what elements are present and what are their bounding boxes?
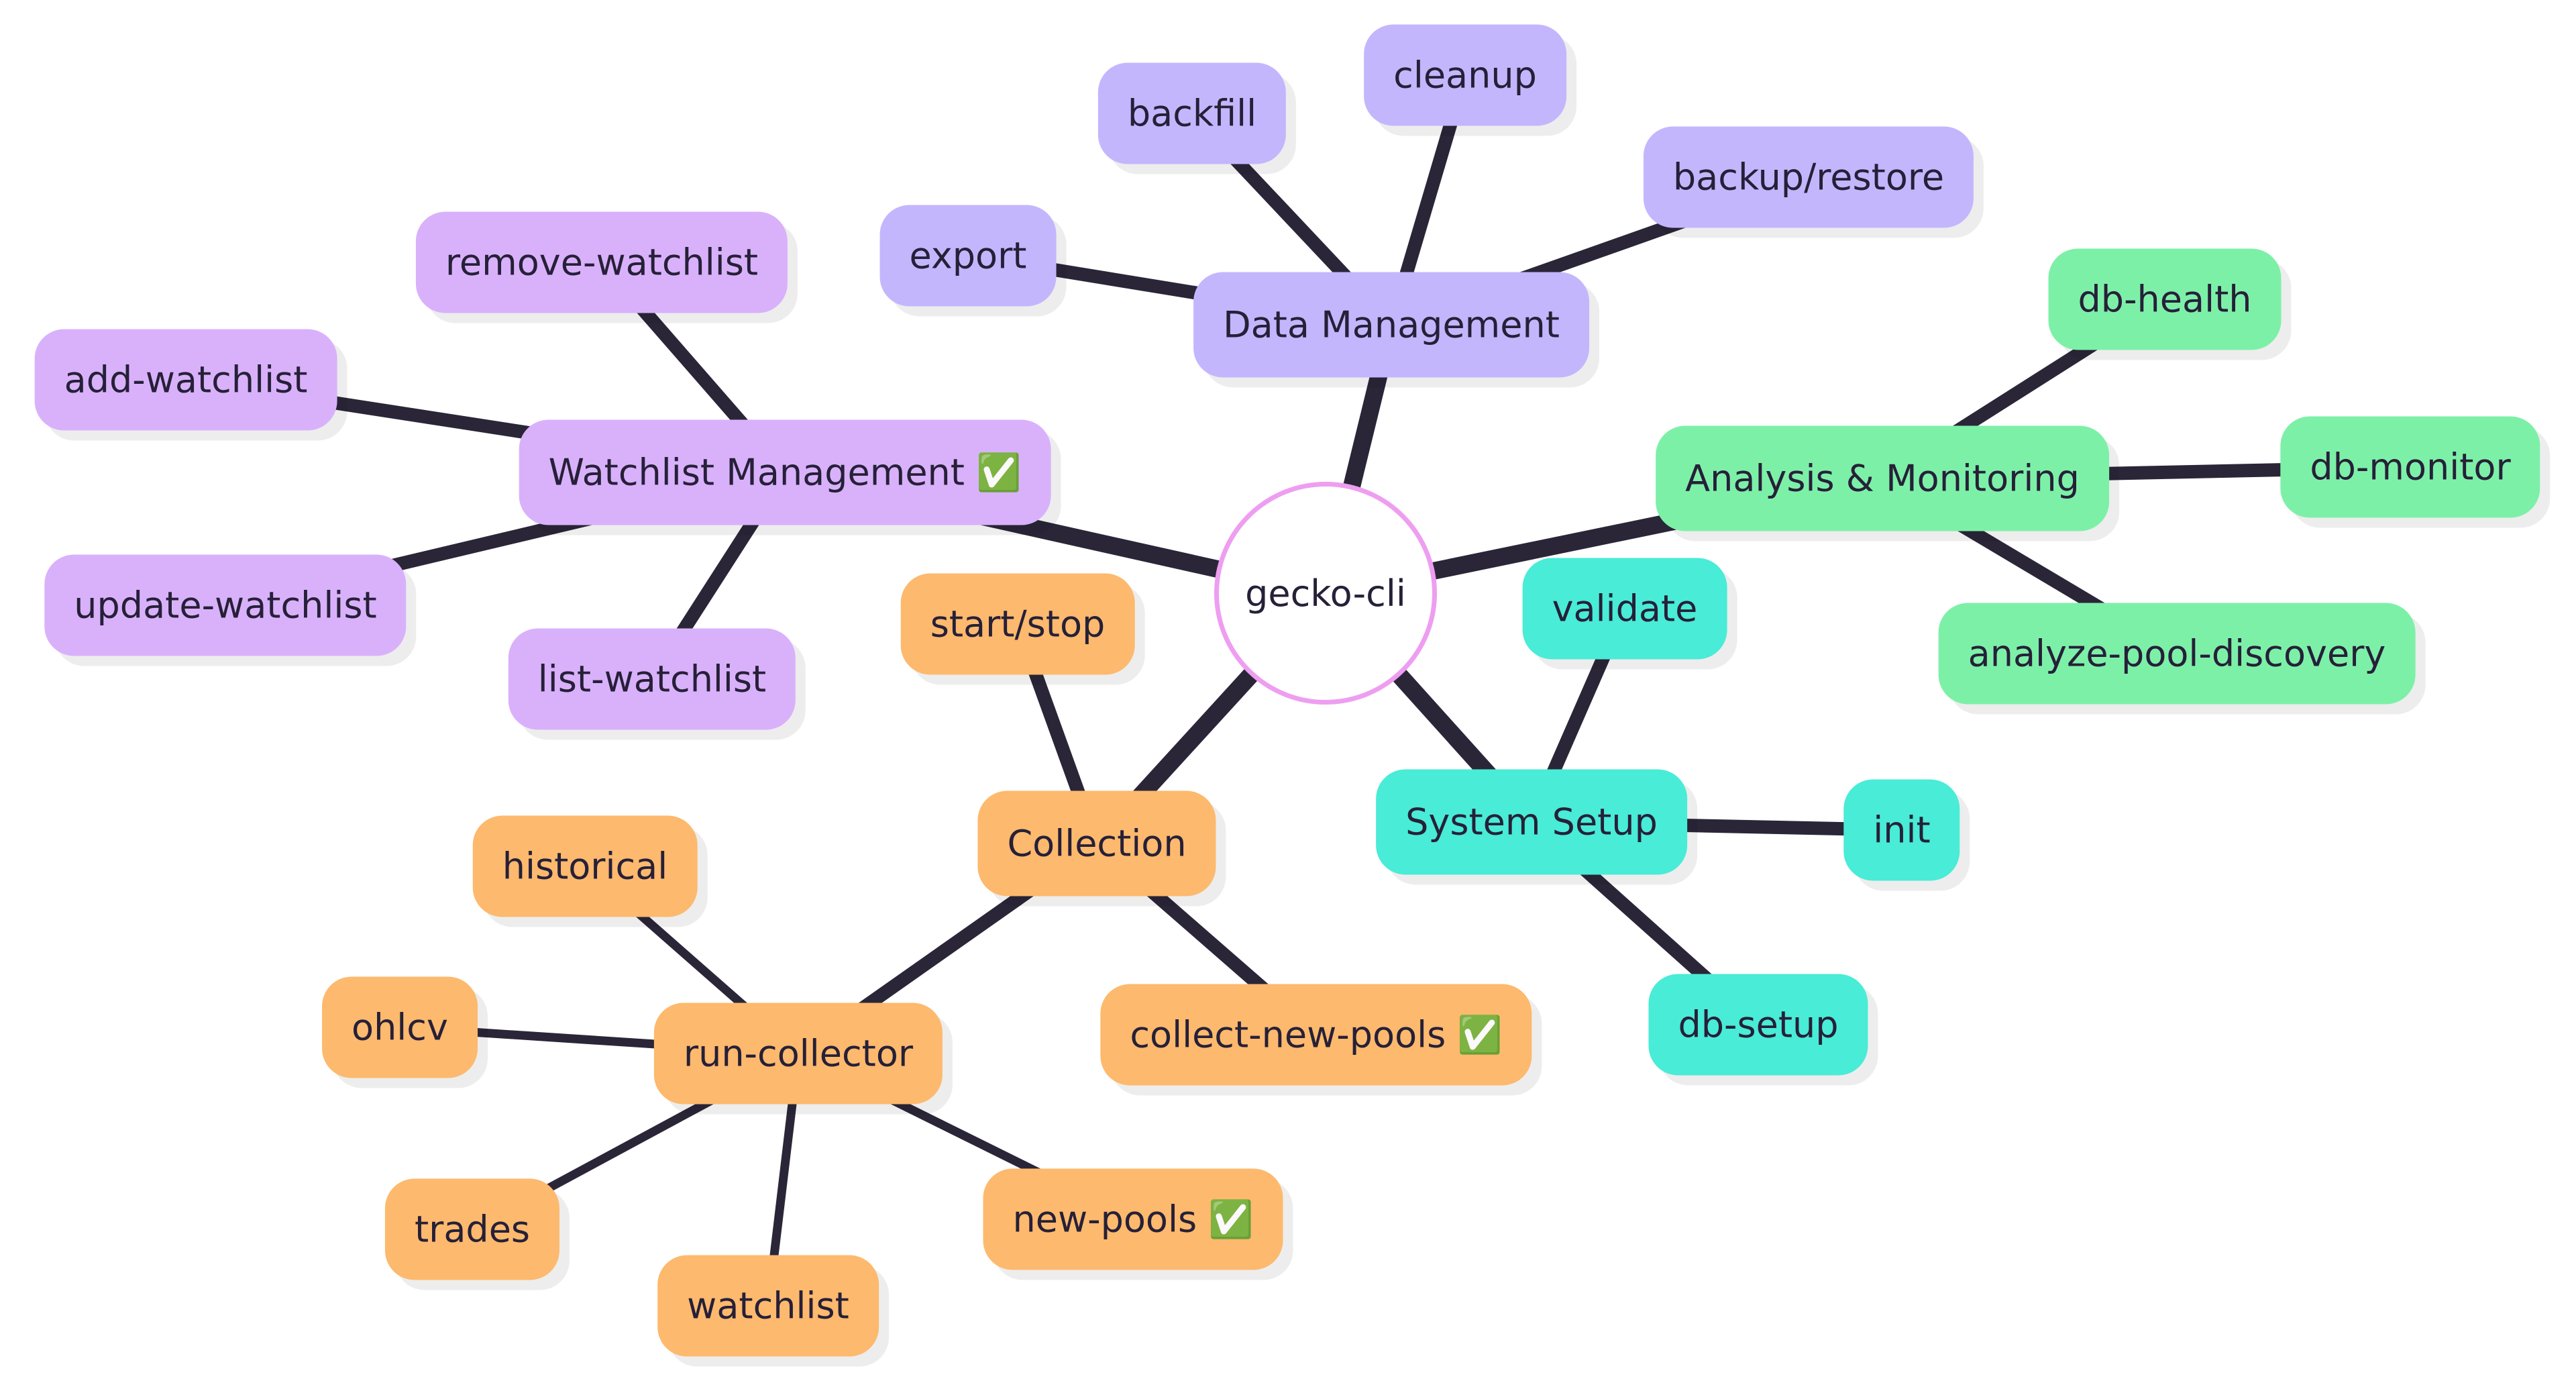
branch-analysis-monitoring[interactable]: Analysis & Monitoring	[1656, 425, 2109, 531]
node-backfill[interactable]: backfill	[1097, 62, 1287, 164]
node-add-watchlist[interactable]: add-watchlist	[34, 329, 337, 431]
branch-collection[interactable]: Collection	[977, 790, 1216, 896]
node-update-watchlist[interactable]: update-watchlist	[44, 554, 407, 656]
node-export[interactable]: export	[879, 205, 1057, 307]
node-db-health[interactable]: db-health	[2048, 248, 2282, 350]
branch-system-setup[interactable]: System Setup	[1376, 769, 1687, 875]
node-db-monitor[interactable]: db-monitor	[2280, 416, 2540, 518]
node-trades[interactable]: trades	[384, 1178, 560, 1280]
branch-data-management[interactable]: Data Management	[1193, 272, 1589, 378]
branch-watchlist-management[interactable]: Watchlist Management ✅	[519, 419, 1051, 525]
node-cleanup[interactable]: cleanup	[1364, 24, 1566, 126]
node-watchlist[interactable]: watchlist	[657, 1255, 879, 1357]
node-collect-new-pools[interactable]: collect-new-pools ✅	[1100, 984, 1532, 1086]
node-analyze-pool-discovery[interactable]: analyze-pool-discovery	[1938, 603, 2416, 705]
root-node-gecko-cli[interactable]: gecko-cli	[1214, 482, 1437, 705]
node-init[interactable]: init	[1843, 779, 1960, 881]
node-db-setup[interactable]: db-setup	[1648, 974, 1868, 1076]
node-remove-watchlist[interactable]: remove-watchlist	[415, 211, 788, 313]
node-validate[interactable]: validate	[1522, 558, 1727, 660]
node-new-pools[interactable]: new-pools ✅	[983, 1168, 1283, 1270]
node-historical[interactable]: historical	[472, 815, 698, 917]
node-backup-restore[interactable]: backup/restore	[1643, 126, 1974, 228]
node-list-watchlist[interactable]: list-watchlist	[508, 628, 796, 730]
node-ohlcv[interactable]: ohlcv	[322, 976, 478, 1078]
node-start-stop[interactable]: start/stop	[900, 573, 1135, 675]
node-run-collector[interactable]: run-collector	[653, 1003, 943, 1105]
